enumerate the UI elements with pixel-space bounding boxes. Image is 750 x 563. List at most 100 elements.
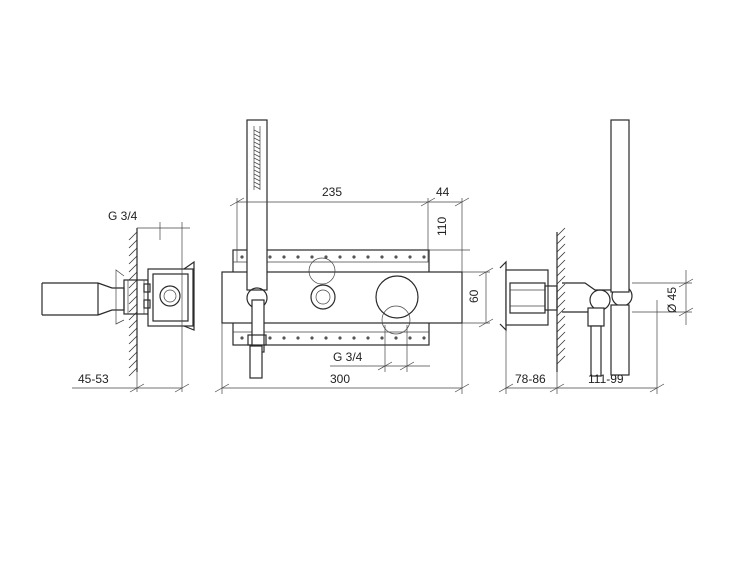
nozzle-mark xyxy=(253,173,261,178)
left-side-view: G 3/4 45-53 xyxy=(41,209,195,393)
bottom-thread-label: G 3/4 xyxy=(333,350,363,364)
wall-hatch-line xyxy=(556,259,566,269)
mounting-dot xyxy=(268,255,272,259)
height-60-dim: 60 xyxy=(462,267,494,328)
wall-hatch-line xyxy=(128,231,138,241)
nozzle-mark xyxy=(253,165,261,170)
mounting-dot xyxy=(296,336,300,340)
wall-hatch-line xyxy=(128,367,138,377)
mounting-dot xyxy=(394,336,398,340)
wall-hatch-line xyxy=(556,291,566,301)
left-wall-hatch xyxy=(128,228,138,377)
wall-hatch-line xyxy=(556,355,566,365)
nozzle-mark xyxy=(253,133,261,138)
right-depth-b-label: 111-99 xyxy=(588,372,624,386)
wall-hatch-line xyxy=(128,303,138,313)
nozzle-mark xyxy=(253,169,261,174)
wall-hatch-line xyxy=(128,351,138,361)
left-thread-dim: G 3/4 xyxy=(108,209,190,240)
left-valve-body xyxy=(115,260,195,331)
wall-hatch-line xyxy=(556,307,566,317)
left-thread-label: G 3/4 xyxy=(108,209,138,223)
mounting-dot xyxy=(282,255,286,259)
wall-hatch-line xyxy=(128,335,138,345)
wall-hatch-line xyxy=(556,235,566,245)
wall-hatch-line xyxy=(556,275,566,285)
mounting-dot xyxy=(338,336,342,340)
wall-hatch-line xyxy=(128,287,138,297)
right-side-view: Ø 45 78-86 111-99 xyxy=(498,119,694,394)
wall-hatch-line xyxy=(556,267,566,277)
right-valve-body xyxy=(499,260,558,332)
mounting-dot xyxy=(338,255,342,259)
nozzle-mark xyxy=(253,149,261,154)
thermostat-knob xyxy=(375,275,419,319)
mounting-dot xyxy=(324,336,328,340)
width-235-dim: 235 44 xyxy=(229,185,470,262)
mounting-dot xyxy=(366,255,370,259)
mounting-dot xyxy=(296,255,300,259)
width-300-label: 300 xyxy=(330,372,350,386)
nozzle-mark xyxy=(253,157,261,162)
diverter-knob xyxy=(310,284,336,310)
mounting-dot xyxy=(240,255,244,259)
height-60-label: 60 xyxy=(467,289,481,303)
bottom-thread-dim: G 3/4 xyxy=(330,325,430,372)
right-shower-rail xyxy=(610,119,630,376)
left-pipe xyxy=(41,282,125,316)
mounting-dot xyxy=(422,336,426,340)
width-235-label: 235 xyxy=(322,185,342,199)
wall-hatch-line xyxy=(128,319,138,329)
wall-hatch-line xyxy=(128,311,138,321)
wall-hatch-line xyxy=(556,347,566,357)
mounting-dot xyxy=(380,255,384,259)
wall-hatch-line xyxy=(128,279,138,289)
nozzle-mark xyxy=(253,137,261,142)
wall-hatch-line xyxy=(556,243,566,253)
diameter-label: Ø 45 xyxy=(665,287,679,313)
nozzle-mark xyxy=(253,145,261,150)
nozzle-mark xyxy=(253,161,261,166)
wall-hatch-line xyxy=(556,323,566,333)
wall-hatch-line xyxy=(128,247,138,257)
mounting-dot xyxy=(422,255,426,259)
nozzle-mark xyxy=(253,181,261,186)
mounting-dot xyxy=(324,255,328,259)
front-view: 235 44 110 60 G 3/4 xyxy=(214,119,494,394)
wall-hatch-line xyxy=(556,227,566,237)
wall-hatch-line xyxy=(556,299,566,309)
wall-hatch-line xyxy=(556,251,566,261)
wall-hatch-line xyxy=(128,239,138,249)
mounting-dot xyxy=(408,336,412,340)
nozzle-mark xyxy=(253,185,261,190)
left-depth-dim: 45-53 xyxy=(72,240,190,393)
mounting-dot xyxy=(352,255,356,259)
mounting-dot xyxy=(268,336,272,340)
wall-hatch-line xyxy=(128,343,138,353)
wall-hatch-line xyxy=(556,331,566,341)
mounting-dot xyxy=(394,255,398,259)
wall-hatch-line xyxy=(128,359,138,369)
wall-hatch-line xyxy=(556,315,566,325)
offset-44-label: 44 xyxy=(436,185,450,199)
nozzle-mark xyxy=(253,129,261,134)
nozzle-mark xyxy=(253,177,261,182)
right-connector xyxy=(562,282,633,377)
hand-shower xyxy=(246,119,268,379)
right-depth-dims: 78-86 111-99 xyxy=(498,300,665,394)
wall-hatch-line xyxy=(556,339,566,349)
mounting-dot xyxy=(366,336,370,340)
mounting-dot xyxy=(310,336,314,340)
right-wall-hatch xyxy=(556,227,566,372)
mounting-dot xyxy=(240,336,244,340)
wall-hatch-line xyxy=(128,271,138,281)
width-300-dim: 300 xyxy=(214,323,470,394)
wall-hatch-line xyxy=(556,283,566,293)
mounting-dot xyxy=(408,255,412,259)
mounting-dot xyxy=(352,336,356,340)
diameter-dim: Ø 45 xyxy=(632,270,694,325)
height-110-label: 110 xyxy=(435,217,449,236)
left-depth-label: 45-53 xyxy=(78,372,109,386)
wall-hatch-line xyxy=(128,255,138,265)
